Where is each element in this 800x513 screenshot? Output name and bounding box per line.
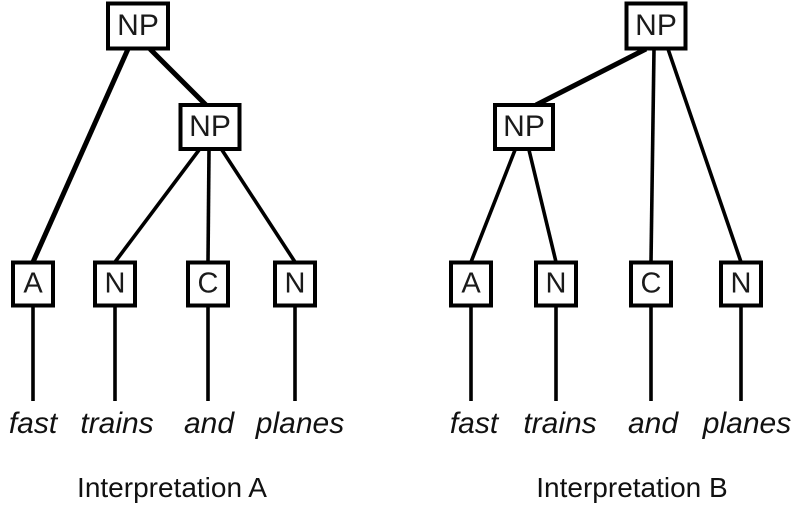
word-and: and xyxy=(628,407,679,440)
np-node-innerNP: NP xyxy=(493,103,555,151)
branch-root-to-innerNP xyxy=(534,46,648,108)
word-planes: planes xyxy=(255,407,344,440)
pos-node-posN2: N xyxy=(719,260,763,308)
node-box-outline xyxy=(493,103,555,151)
branch-innerNP-to-posN1 xyxy=(113,148,201,264)
branch-root-to-posC xyxy=(649,48,656,263)
pos-node-posC: C xyxy=(629,260,673,308)
word-trains: trains xyxy=(80,407,153,440)
word-fast: fast xyxy=(450,407,500,440)
word-fast: fast xyxy=(9,407,59,440)
word-and: and xyxy=(184,407,235,440)
pos-node-posN2: N xyxy=(273,260,317,308)
node-label-text: NP xyxy=(189,110,231,143)
node-label-text: N xyxy=(105,268,126,300)
node-box-outline xyxy=(178,103,242,151)
node-box-outline xyxy=(449,260,493,308)
branch-innerNP-to-posN2 xyxy=(220,149,297,263)
node-label-text: NP xyxy=(117,9,159,42)
node-box-outline xyxy=(93,260,137,308)
node-box-outline xyxy=(106,1,170,51)
node-box-outline xyxy=(11,260,55,308)
node-label-text: A xyxy=(461,268,481,300)
pos-node-posN1: N xyxy=(93,260,137,308)
np-node-innerNP: NP xyxy=(178,103,242,151)
pos-node-posN1: N xyxy=(534,260,578,308)
node-label-text: N xyxy=(731,268,752,300)
node-label-text: NP xyxy=(635,9,677,42)
node-label-text: N xyxy=(285,268,306,300)
caption-interpretation-b: Interpretation B xyxy=(536,472,727,503)
branch-root-to-innerNP xyxy=(148,47,208,107)
caption-interpretation-a: Interpretation A xyxy=(77,472,267,503)
pos-node-posA: A xyxy=(11,260,55,308)
node-box-outline xyxy=(629,260,673,308)
node-box-outline xyxy=(273,260,317,308)
np-node-root: NP xyxy=(624,1,688,51)
np-node-root: NP xyxy=(106,1,170,51)
node-label-text: C xyxy=(198,268,219,300)
node-box-outline xyxy=(719,260,763,308)
word-planes: planes xyxy=(702,407,791,440)
node-box-outline xyxy=(186,260,230,308)
word-trains: trains xyxy=(523,407,596,440)
node-box-outline xyxy=(624,1,688,51)
branch-innerNP-to-posC xyxy=(206,149,211,263)
branch-innerNP-to-posA xyxy=(469,149,517,263)
node-label-text: A xyxy=(23,268,43,300)
node-box-outline xyxy=(534,260,578,308)
node-label-text: NP xyxy=(503,110,545,143)
node-label-text: C xyxy=(641,268,662,300)
branch-root-to-posA xyxy=(30,47,131,264)
pos-node-posC: C xyxy=(186,260,230,308)
branch-root-to-posN2 xyxy=(666,48,743,263)
pos-node-posA: A xyxy=(449,260,493,308)
node-label-text: N xyxy=(546,268,567,300)
branch-innerNP-to-posN1 xyxy=(527,149,558,263)
